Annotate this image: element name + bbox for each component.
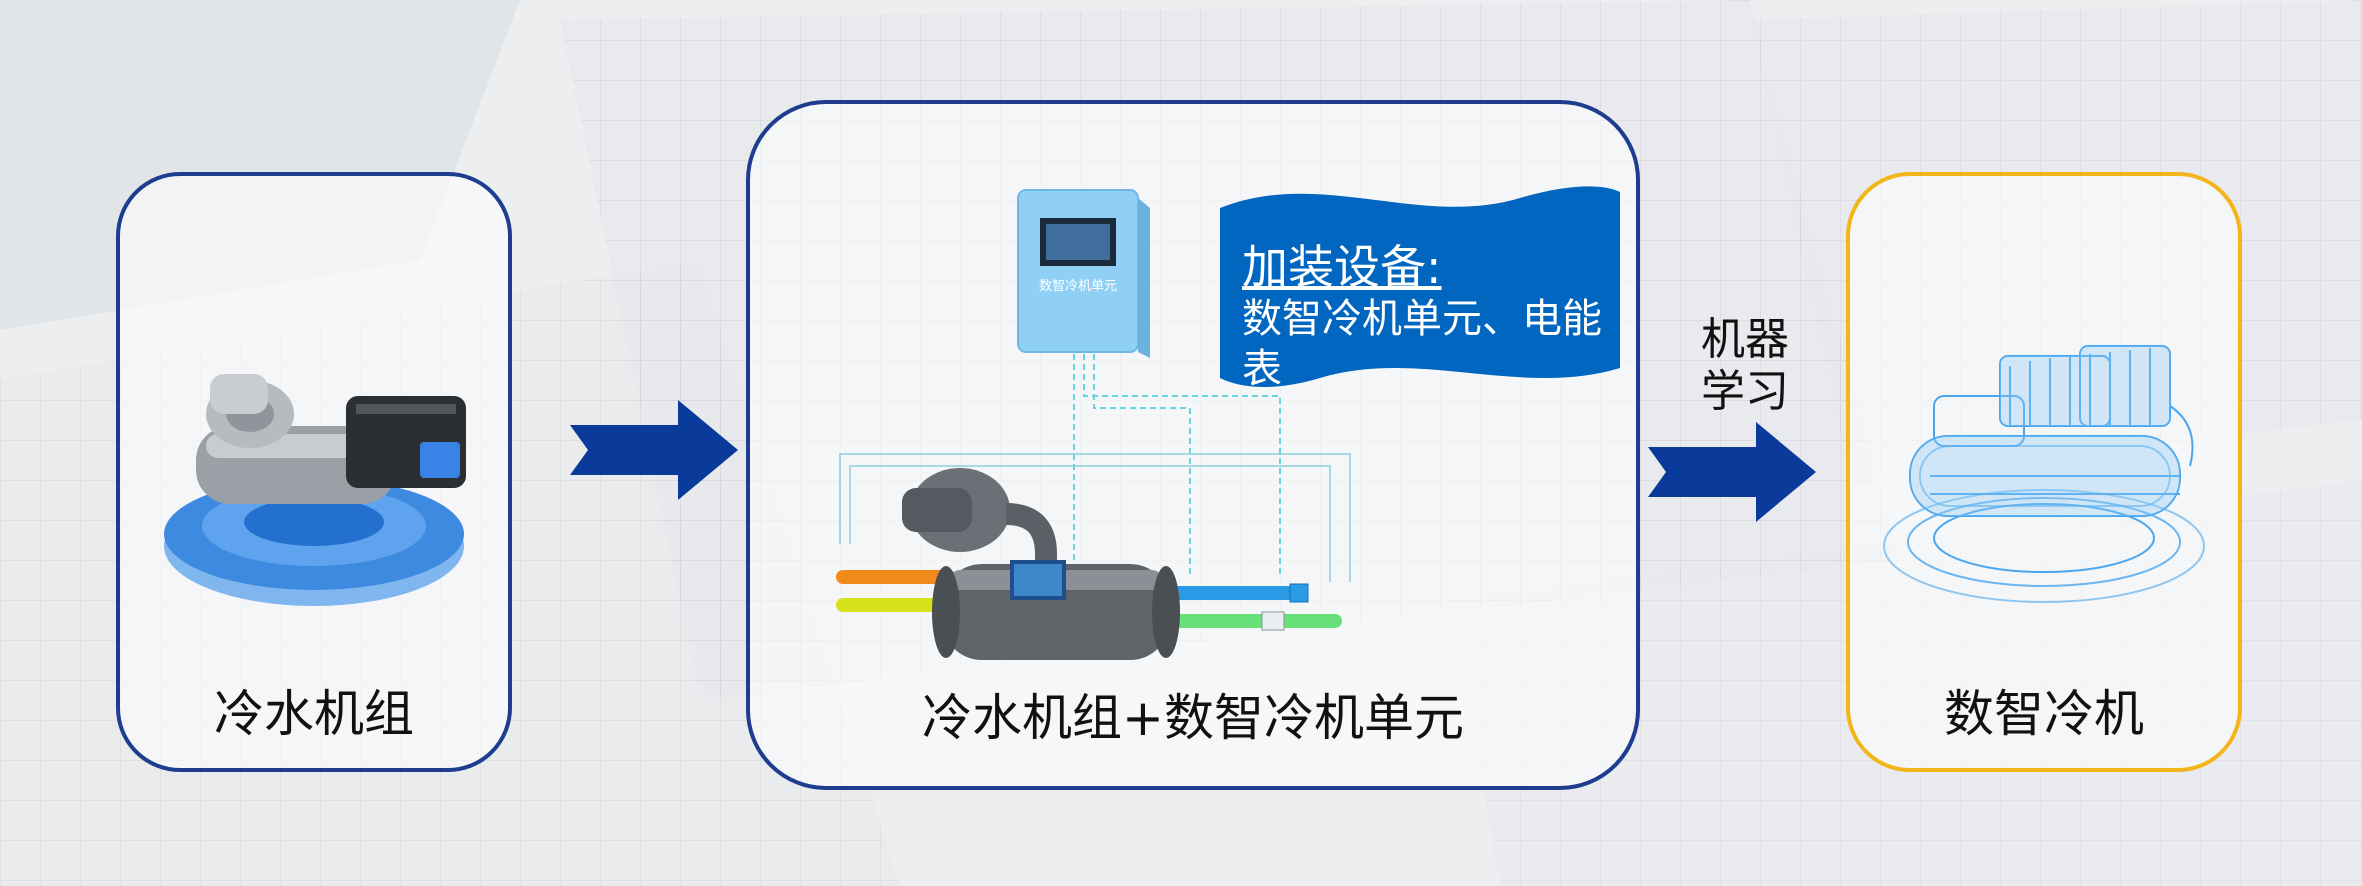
control-panel-icon: 数智冷机单元: [1017, 189, 1150, 358]
card-label-chiller-with-unit: 冷水机组+数智冷机单元: [922, 689, 1464, 747]
banner-title: 加装设备:: [1242, 240, 1442, 294]
device-panel-label: 数智冷机单元: [1039, 279, 1117, 294]
ml-label-text: 机器 学习: [1701, 314, 1789, 417]
arrow-right-icon: [570, 400, 738, 500]
card-label-smart-chiller: 数智冷机: [1944, 685, 2144, 743]
banner-flag: [1220, 186, 1620, 387]
chiller-icon: [164, 374, 466, 606]
card-chiller: 冷水机组: [116, 172, 512, 772]
banner-text: 加装设备: 数智冷机单元、电能表: [1242, 240, 1622, 394]
banner-body: 数智冷机单元、电能表: [1242, 296, 1602, 392]
smart-chiller-wireframe-icon: [1883, 345, 2205, 603]
card-smart-chiller: 数智冷机: [1846, 172, 2242, 772]
arrow-right-icon: [1648, 422, 1816, 522]
card-label-chiller: 冷水机组: [214, 685, 414, 743]
machine-learning-label: 机器 学习: [1690, 314, 1800, 418]
retrofit-system-diagram: 数智冷机单元: [836, 189, 1351, 660]
